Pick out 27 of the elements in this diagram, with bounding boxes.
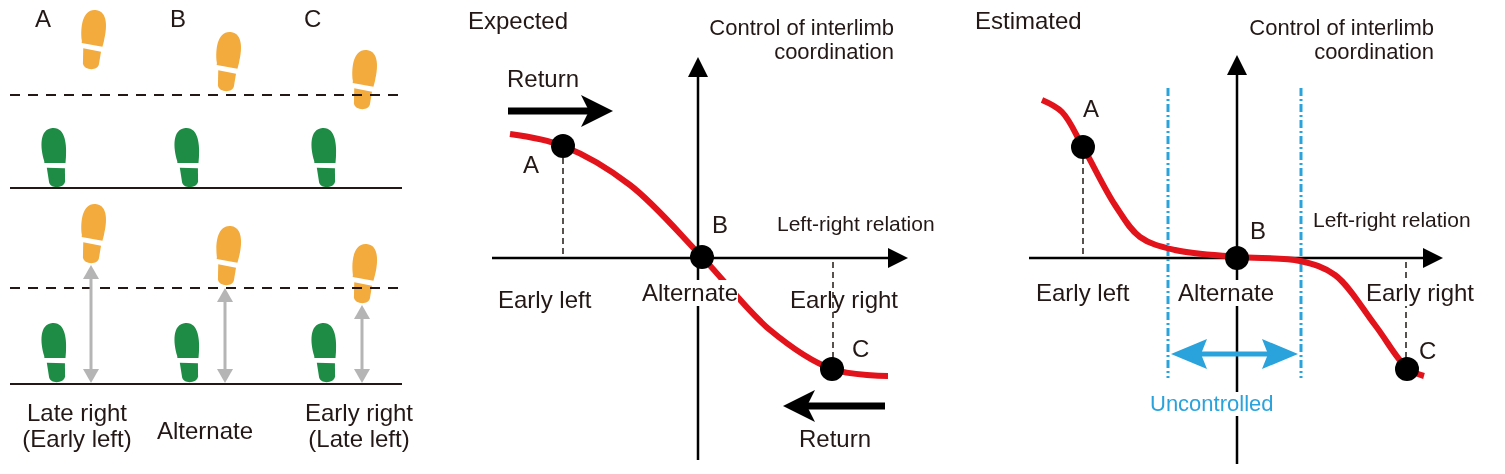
range-label: Uncontrolled [1150,392,1274,417]
tick-label: Alternate [1178,280,1275,307]
point-label: C [852,336,870,363]
point-label: A [1083,96,1099,123]
point-label: B [712,212,728,239]
tick-label: Early left [1036,280,1130,307]
arrow-label: Return [507,66,580,93]
caption: Alternate [157,418,254,445]
point-label: C [1419,338,1437,365]
axis-label: Left-right relation [777,212,935,236]
axis-label: Control of interlimb coordination [708,16,894,65]
tick-label: Early right [790,287,899,314]
point-label: A [523,152,539,179]
tick-label: Alternate [642,280,739,307]
axis-label: Control of interlimb coordination [1248,16,1434,65]
tick-label: Early left [498,287,592,314]
point-label: A [35,6,51,33]
point-label: B [1250,218,1266,245]
panel-title: Estimated [975,8,1082,35]
arrow-label: Return [799,426,872,453]
tick-label: Early right [1366,280,1475,307]
caption: Early right (Late left) [303,400,414,453]
point-label: B [170,6,186,33]
axis-label: Left-right relation [1313,208,1471,232]
caption: Late right (Early left) [21,400,133,453]
point-label: C [304,6,322,33]
panel-title: Expected [468,8,569,35]
